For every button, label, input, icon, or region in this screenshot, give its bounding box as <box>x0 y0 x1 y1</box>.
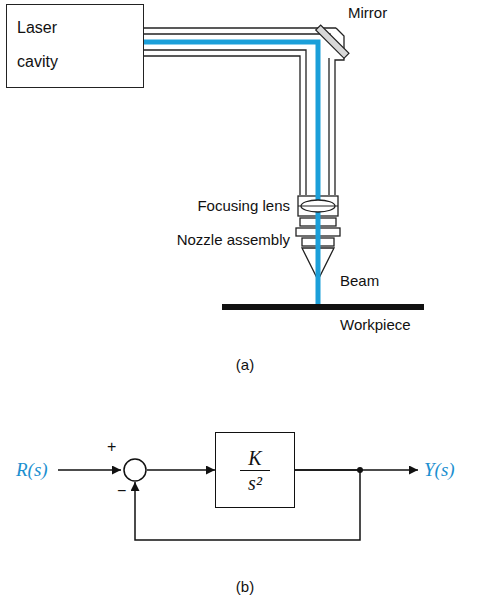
part-label: Mirror <box>348 4 387 21</box>
figure-label: (b) <box>236 578 254 595</box>
denominator: s² <box>240 471 270 495</box>
signal-connector <box>147 469 215 471</box>
part-label: Beam <box>340 272 379 289</box>
signal-name: Y(s) <box>424 459 455 481</box>
workpiece-bar <box>222 304 424 310</box>
summing-circle <box>123 458 147 482</box>
laser-cavity-box: Laser cavity <box>6 4 144 88</box>
node-label: Laser cavity <box>17 11 77 79</box>
beam-tube <box>144 28 344 195</box>
transfer-function-block: Ks² <box>215 432 295 508</box>
input-wire <box>58 469 121 471</box>
lens-axis <box>298 206 338 207</box>
numerator: K <box>240 446 269 471</box>
sign-label: + <box>107 438 116 456</box>
figure-label: (a) <box>236 356 254 373</box>
part-label: Focusing lens <box>197 197 290 214</box>
part-label: Nozzle assembly <box>177 231 290 248</box>
signal-name: R(s) <box>16 459 48 481</box>
summing-junction: +− <box>123 458 147 482</box>
sign-label: − <box>117 482 126 500</box>
mirror <box>316 25 349 58</box>
part-label: Workpiece <box>340 316 411 333</box>
